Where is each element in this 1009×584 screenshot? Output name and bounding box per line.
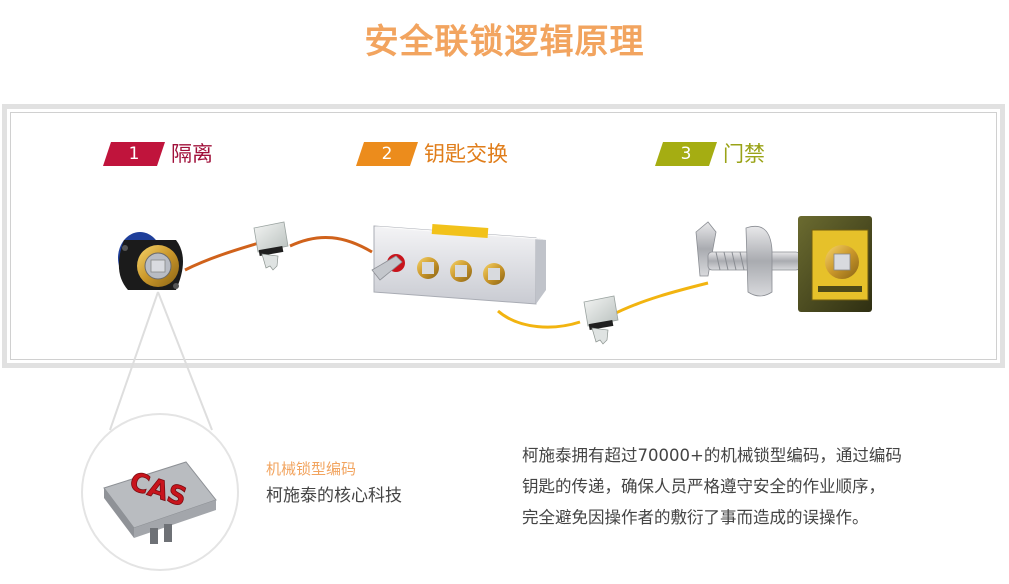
step-1-number: 1 <box>128 144 140 164</box>
closeup-caption-subtitle: 柯施泰的核心科技 <box>266 486 402 506</box>
step-1-label: 隔离 <box>171 142 213 166</box>
coded-key-closeup-icon: CAS <box>103 461 217 544</box>
page-title: 安全联锁逻辑原理 <box>364 22 645 62</box>
description-line: 完全避免因操作者的敷衍了事而造成的误操作。 <box>522 508 869 527</box>
step-2-label: 钥匙交换 <box>424 142 508 166</box>
description-line: 钥匙的传递，确保人员严格遵守安全的作业顺序， <box>522 477 885 496</box>
step-3-badge <box>655 142 717 166</box>
cas-logo-text: CAS <box>126 467 190 513</box>
step-2-number: 2 <box>381 144 393 164</box>
step-1-badge <box>103 142 165 166</box>
step-3-label: 门禁 <box>723 142 765 166</box>
description-line: 柯施泰拥有超过70000+的机械锁型编码，通过编码 <box>522 446 902 465</box>
closeup-circle <box>81 413 239 571</box>
description-text: 柯施泰拥有超过70000+的机械锁型编码，通过编码 钥匙的传递，确保人员严格遵守… <box>522 440 992 533</box>
panel-inner-border <box>10 112 997 360</box>
closeup-caption-title: 机械锁型编码 <box>266 460 357 478</box>
step-2-badge <box>356 142 418 166</box>
step-3-number: 3 <box>680 144 692 164</box>
